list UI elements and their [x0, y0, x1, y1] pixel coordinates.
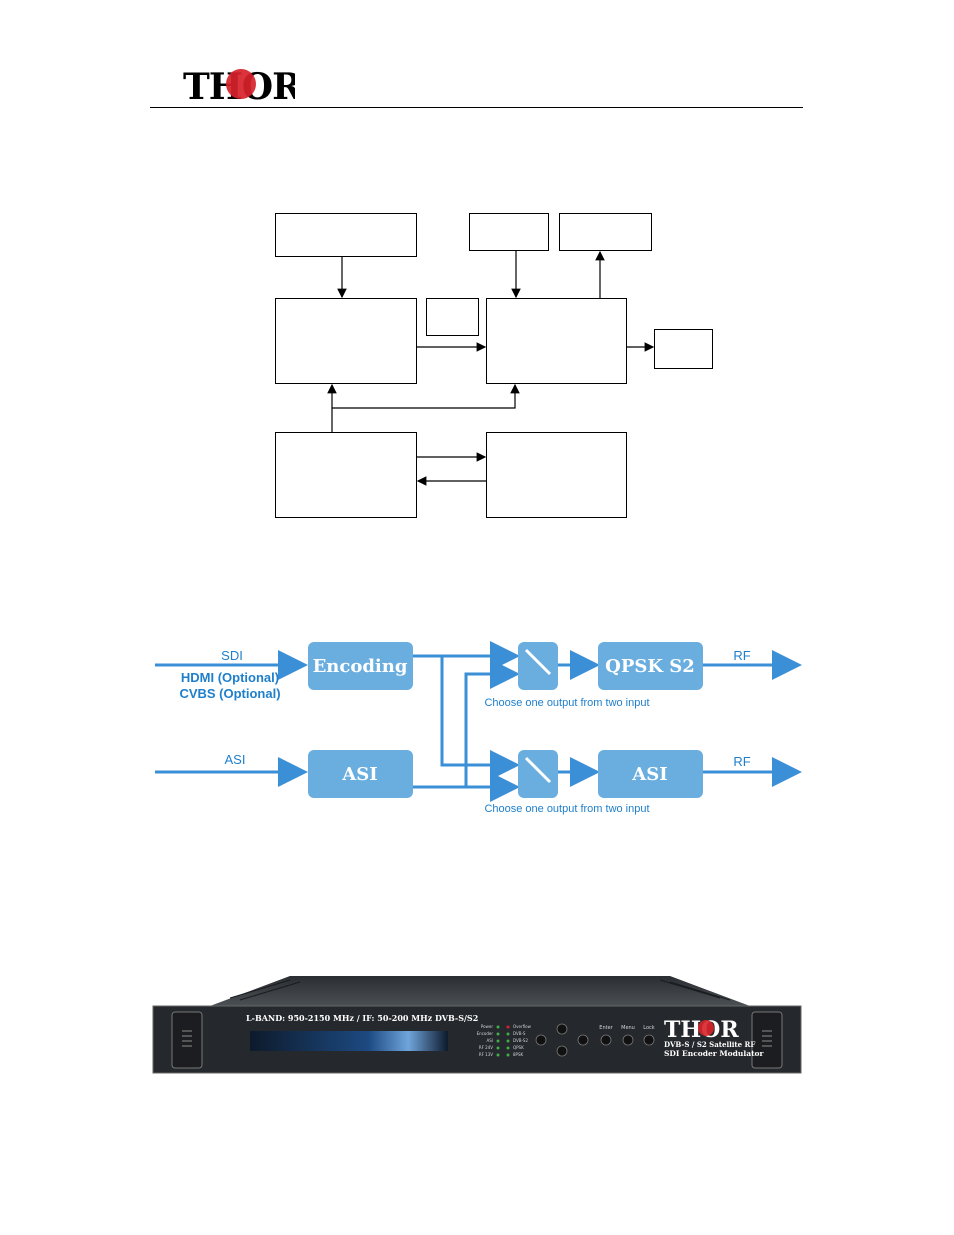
rf-top-label: RF	[733, 648, 750, 663]
svg-text:RF 24V: RF 24V	[479, 1045, 493, 1050]
svg-text:Overflow: Overflow	[513, 1024, 532, 1029]
asi-input-label: ASI	[225, 752, 246, 767]
svg-text:QPSK: QPSK	[513, 1045, 524, 1050]
arrow-branch-right	[332, 383, 520, 409]
svg-text:ASI: ASI	[631, 764, 667, 785]
encoding-block: Encoding	[308, 642, 413, 690]
block-mid-right	[486, 298, 627, 384]
rf-bottom-label: RF	[733, 754, 750, 769]
hdmi-label: HDMI (Optional)	[181, 670, 279, 685]
band-text: L-BAND: 950-2150 MHz / IF: 50-200 MHz DV…	[246, 1013, 478, 1023]
header-rule	[150, 107, 803, 108]
sdi-label: SDI	[221, 648, 243, 663]
switch-bottom	[518, 750, 558, 798]
signal-flow-diagram: Encoding ASI QPSK S2 ASI SDI HDMI (Optio…	[155, 641, 802, 815]
block-mid-left	[275, 298, 417, 384]
asi-output-block: ASI	[598, 750, 703, 798]
block-top-right	[559, 213, 652, 251]
svg-text:DVB-S: DVB-S	[513, 1031, 526, 1036]
keypad	[535, 1023, 655, 1057]
block-mid-small	[426, 298, 479, 336]
block-bottom-right	[486, 432, 627, 518]
svg-text:ASI: ASI	[487, 1038, 493, 1043]
svg-text:DVB-S2: DVB-S2	[513, 1038, 528, 1043]
block-top-left	[275, 213, 417, 257]
block-diagram-connectors	[327, 250, 655, 486]
device-globe-icon	[698, 1020, 714, 1036]
block-top-middle	[469, 213, 549, 251]
model-line-1: DVB-S / S2 Satellite RF	[664, 1040, 755, 1049]
encoder-device-image: L-BAND: 950-2150 MHz / IF: 50-200 MHz DV…	[152, 976, 802, 1074]
svg-text:Encoder: Encoder	[477, 1031, 494, 1036]
svg-text:Encoding: Encoding	[313, 656, 408, 677]
logo-globe-icon	[226, 69, 256, 99]
switch-note-top: Choose one output from two input	[484, 697, 649, 709]
led-panel: Power Encoder ASI RF 24V RF 13V Overflow…	[477, 1024, 532, 1057]
svg-text:RF 13V: RF 13V	[479, 1052, 493, 1057]
thor-logo: THOR	[183, 66, 295, 104]
svg-text:QPSK S2: QPSK S2	[605, 656, 695, 677]
cvbs-label: CVBS (Optional)	[179, 686, 280, 701]
block-bottom-left	[275, 432, 417, 518]
svg-text:Menu: Menu	[621, 1025, 635, 1031]
block-output	[654, 329, 713, 369]
svg-text:8PSK: 8PSK	[513, 1052, 523, 1057]
svg-text:Enter: Enter	[599, 1025, 613, 1031]
qpsk-block: QPSK S2	[598, 642, 703, 690]
svg-text:Lock: Lock	[643, 1025, 655, 1031]
svg-text:Power: Power	[481, 1024, 493, 1029]
model-line-2: SDI Encoder Modulator	[664, 1049, 765, 1058]
asi-input-block: ASI	[308, 750, 413, 798]
switch-note-bottom: Choose one output from two input	[484, 803, 649, 815]
switch-top	[518, 642, 558, 690]
lcd-screen	[250, 1031, 448, 1051]
svg-text:ASI: ASI	[341, 764, 377, 785]
